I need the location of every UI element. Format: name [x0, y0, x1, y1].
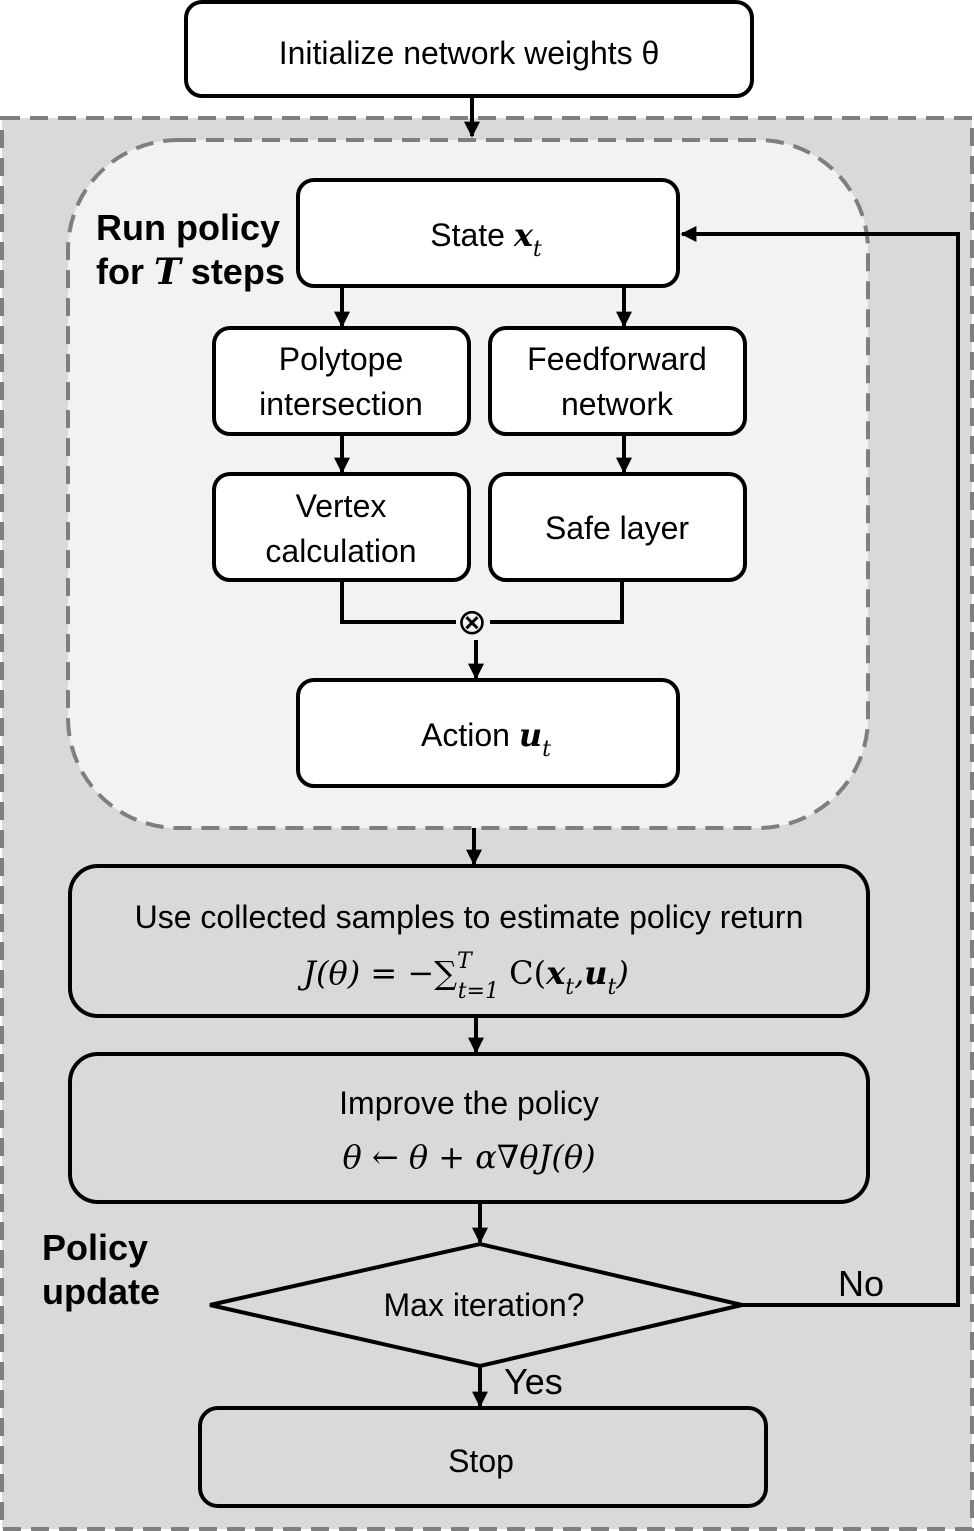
polytope-node: Polytope intersection: [212, 326, 471, 436]
estimate-node-line1: Use collected samples to estimate policy…: [135, 899, 804, 935]
feedforward-node-line2: network: [561, 386, 674, 422]
init-node: Initialize network weights θ: [184, 0, 754, 98]
estimate-formula-u: u: [584, 954, 607, 992]
run-policy-label-line1: Run policy: [96, 207, 280, 248]
vertex-node-line2: calculation: [265, 533, 416, 569]
line-vertex-to-combine: [340, 580, 456, 624]
safe-layer-node: Safe layer: [488, 472, 747, 582]
polytope-node-line2: intersection: [259, 386, 423, 422]
decision-node: Max iteration?: [209, 1241, 743, 1369]
run-policy-label: Run policy for T steps: [96, 207, 285, 293]
estimate-formula-xt: t: [565, 975, 574, 1000]
run-policy-label-for: for: [96, 251, 154, 292]
svg-text:for T steps: for T steps: [96, 251, 285, 293]
estimate-node: Use collected samples to estimate policy…: [68, 864, 870, 1018]
action-node-var: u: [519, 716, 542, 754]
stop-node-label: Stop: [448, 1443, 514, 1479]
action-node-label: Action: [421, 717, 519, 753]
action-node: Action ut: [296, 678, 680, 788]
state-node-var: x: [513, 216, 534, 254]
combine-symbol: ⊗: [457, 602, 487, 643]
state-node-sub: t: [533, 237, 542, 262]
improve-formula: θ ← θ + α∇θJ(θ): [342, 1138, 595, 1176]
polytope-node-line1: Polytope: [279, 341, 404, 377]
connectors: [334, 96, 960, 1408]
estimate-formula-x: x: [545, 954, 566, 992]
state-node: State xt: [296, 178, 680, 288]
estimate-formula-sup: T: [457, 949, 474, 974]
feedforward-node-line1: Feedforward: [527, 341, 707, 377]
improve-node: Improve the policy θ ← θ + α∇θJ(θ): [68, 1052, 870, 1204]
policy-update-label-line1: Policy: [42, 1227, 148, 1268]
feedforward-node: Feedforward network: [488, 326, 747, 436]
vertex-node-line1: Vertex: [296, 488, 387, 524]
policy-update-label: Policy update: [42, 1227, 160, 1312]
arrow-no-loop-back: [680, 226, 960, 1307]
init-node-label: Initialize network weights θ: [279, 35, 660, 71]
safe-layer-node-label: Safe layer: [545, 510, 689, 546]
improve-node-line1: Improve the policy: [339, 1085, 599, 1121]
svg-text:State xt: State xt: [430, 216, 542, 262]
estimate-formula-comma: ,: [574, 954, 584, 992]
stop-node: Stop: [198, 1406, 768, 1508]
estimate-formula-ut: t: [608, 975, 617, 1000]
line-safe-to-combine: [490, 580, 624, 624]
svg-text:Action ut: Action ut: [421, 716, 551, 762]
run-policy-label-T: T: [154, 251, 183, 293]
state-node-label: State: [430, 217, 514, 253]
run-policy-label-steps: steps: [181, 251, 285, 292]
vertex-node: Vertex calculation: [212, 472, 471, 582]
edge-label-yes: Yes: [504, 1361, 563, 1402]
decision-node-label: Max iteration?: [384, 1287, 585, 1323]
estimate-formula-left: J(θ) = −∑: [297, 954, 457, 992]
edge-label-no: No: [838, 1263, 884, 1304]
estimate-formula-c: C(: [499, 954, 546, 992]
policy-update-label-line2: update: [42, 1271, 160, 1312]
estimate-formula-subscript: t=1: [458, 979, 499, 1004]
action-node-sub: t: [542, 737, 551, 762]
estimate-formula-close: ): [615, 954, 628, 992]
